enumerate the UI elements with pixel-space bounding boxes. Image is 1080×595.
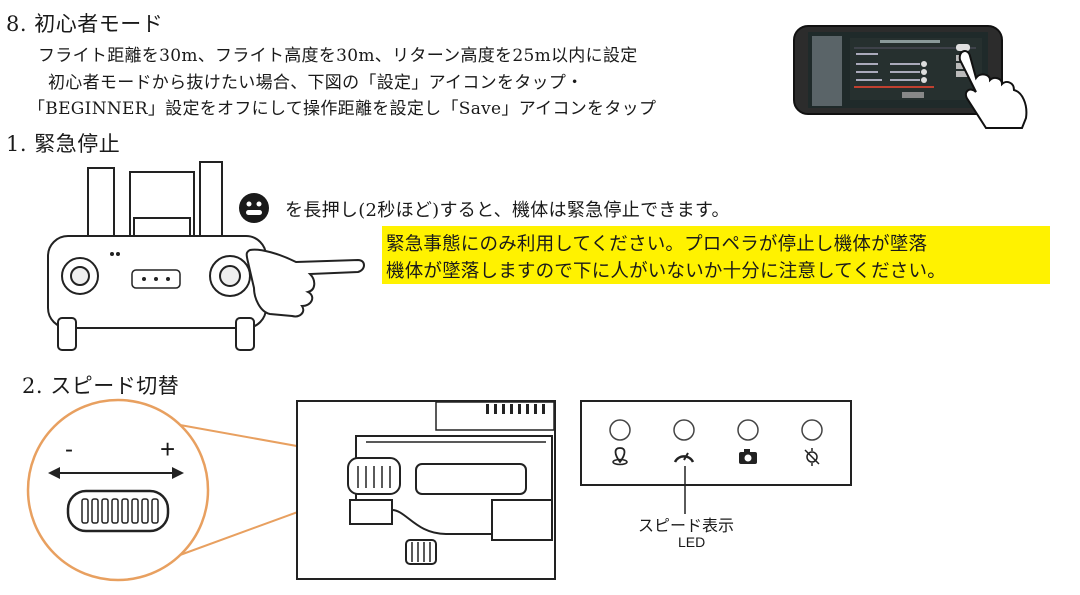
speedometer-icon [673,452,695,463]
warning-highlight-box: 緊急事態にのみ利用してください。プロペラが停止し機体が墜落 機体が墜落しますので… [382,226,1050,284]
speed-dial-callout [26,398,359,582]
section1-title: 1. 緊急停止 [6,132,121,156]
speed-dial-wheel [66,489,170,533]
warning-line2: 機体が墜落しますので下に人がいないか十分に注意してください。 [386,261,946,282]
warning-line1: 緊急事態にのみ利用してください。プロペラが停止し機体が墜落 [386,234,928,255]
gps-off-icon [804,448,820,466]
camera-icon [739,449,757,464]
phone-settings-illustration [793,25,1028,129]
led-caption-led: LED [678,534,706,550]
location-pin-icon [612,447,628,466]
controller-closeup-illustration [296,400,556,580]
led-caption-speed: スピード表示 [638,516,735,535]
section8-line3: 「BEGINNER」設定をオフにして操作距離を設定し「Save」アイコンをタップ [28,99,657,119]
section8-line2: 初心者モードから抜けたい場合、下図の「設定」アイコンをタップ・ [48,73,584,93]
emergency-stop-icon [239,193,269,223]
section8-line1: フライト距離を30m、フライト高度を30m、リターン高度を25m以内に設定 [38,46,638,66]
led-indicator-panel [580,400,852,486]
remote-controller-illustration [47,161,365,351]
section2-title: 2. スピード切替 [22,374,180,398]
emergency-stop-instruction: を長押し(2秒ほど)すると、機体は緊急停止できます。 [285,200,730,221]
led-pointer-line [684,466,686,514]
speed-minus-label: - [65,436,73,463]
section8-title: 8. 初心者モード [6,12,164,36]
speed-plus-label: + [160,434,176,464]
